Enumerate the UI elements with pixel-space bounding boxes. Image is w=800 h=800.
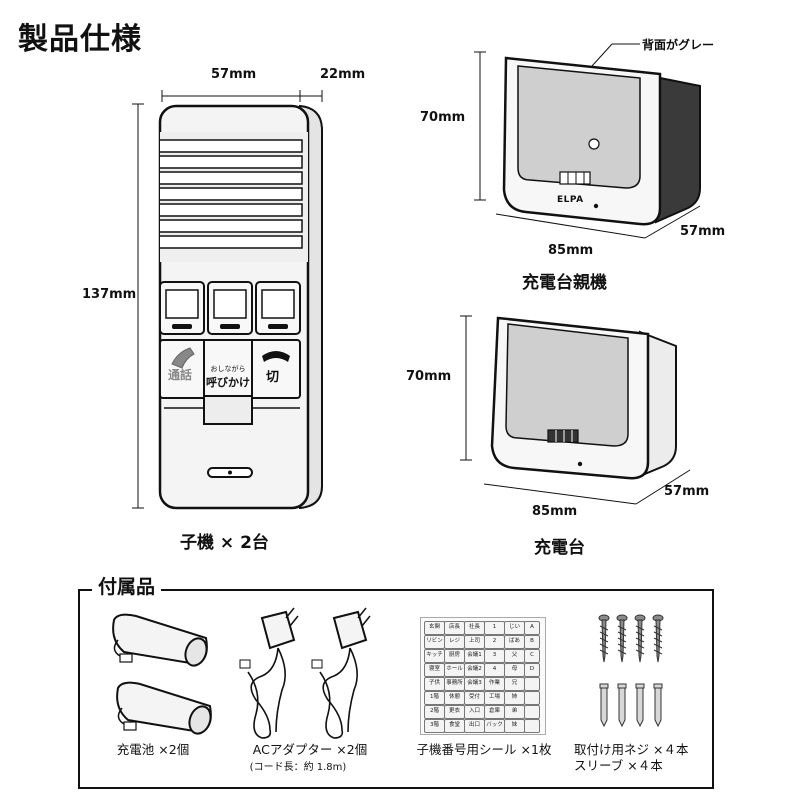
sticker-cell (524, 719, 540, 733)
sleeves-caption: スリーブ ×４本 (574, 758, 663, 773)
handset-width-label: 57mm (211, 67, 257, 82)
sticker-caption: 子機番号用シール ×1枚 (416, 742, 552, 757)
charger-height-dimension (460, 315, 472, 461)
parent-depth-label: 57mm (680, 224, 726, 239)
parent-height-dimension (474, 51, 486, 201)
sticker-cell: バックヤード (484, 719, 505, 733)
charger-depth-label: 57mm (664, 484, 710, 499)
charger-height-label: 70mm (406, 369, 452, 384)
sticker-cell (524, 705, 540, 719)
call-handset-icon (171, 347, 195, 369)
sticker-cell: 受付 (464, 691, 485, 705)
sticker-cell: 玄関 (424, 621, 445, 635)
accessories-title: 付属品 (92, 572, 162, 599)
page-button-small-label: おしながら (210, 365, 246, 373)
handset-width-dimension (161, 90, 323, 102)
battery-caption: 充電池 ×2個 (116, 742, 190, 757)
sticker-cell: C (524, 649, 540, 663)
sticker-cell: 会議2 (464, 663, 485, 677)
charger-caption: 充電台 (534, 538, 585, 558)
handset-caption: 子機 × 2台 (180, 533, 269, 553)
end-button-label: 切 (266, 370, 280, 385)
parent-base-dimensions (495, 205, 701, 239)
parent-width-label: 85mm (548, 243, 594, 258)
ac-adapter-note: (コード長：約 1.8m) (249, 762, 347, 773)
select-buttons (159, 281, 301, 335)
sticker-cell: 会議3 (464, 677, 485, 691)
sticker-cell: 1 (484, 621, 505, 635)
screws-caption: 取付け用ネジ ×４本 (574, 742, 689, 757)
number-sticker-sheet: 玄関店長社長1じいAリビングレジ上司2ばあBキッチン厨房会議13父C寝室ホール会… (420, 617, 546, 735)
sticker-cell (524, 691, 540, 705)
handset-depth-label: 22mm (320, 67, 366, 82)
page-button-label: 呼びかけ (206, 376, 250, 389)
charger-base-dimensions (483, 469, 691, 505)
sticker-cell: レジ (444, 635, 465, 649)
end-handset-icon (262, 351, 290, 362)
parent-base-caption: 充電台親機 (522, 273, 607, 293)
elpa-logo: ELPA (557, 195, 584, 205)
accessories-box (78, 589, 714, 789)
charger-width-label: 85mm (532, 504, 578, 519)
call-button-label: 通話 (168, 368, 193, 382)
page-title: 製品仕様 (18, 22, 142, 57)
sticker-cell: A (524, 621, 540, 635)
handset-height-label: 137mm (82, 287, 137, 302)
parent-height-label: 70mm (420, 110, 466, 125)
speaker-grille (160, 132, 308, 262)
sticker-cell (524, 677, 540, 691)
ac-adapter-caption: ACアダプター ×2個 (252, 742, 368, 757)
back-grey-note: 背面がグレー (642, 38, 715, 52)
sticker-cell: D (524, 663, 540, 677)
sticker-cell: B (524, 635, 540, 649)
sticker-cell: 倉庫 (484, 705, 505, 719)
handset-height-dimension (132, 103, 144, 509)
